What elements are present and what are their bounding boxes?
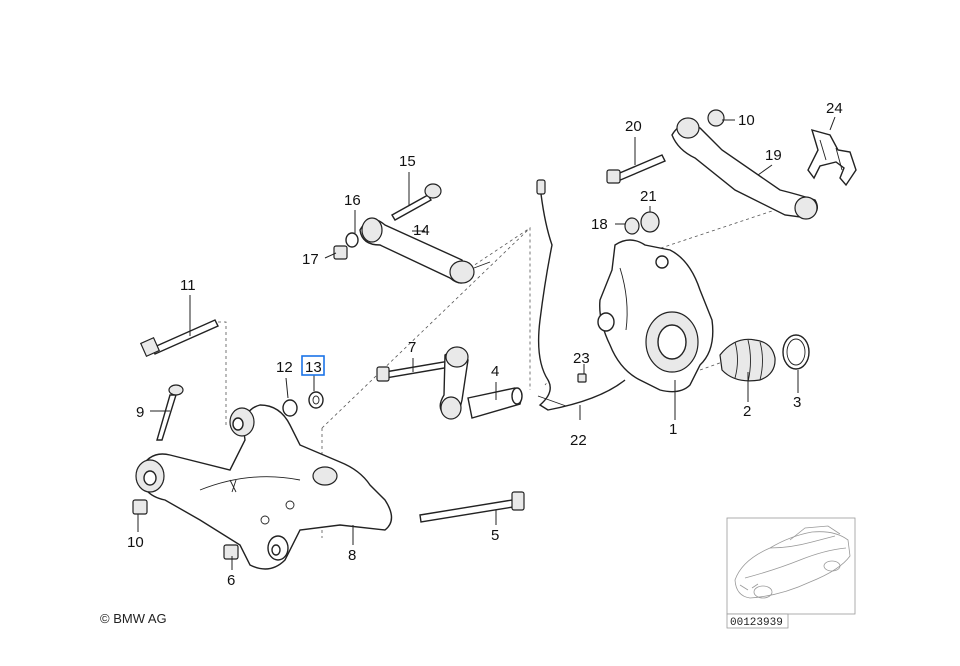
callout-12[interactable]: 12 <box>276 359 293 376</box>
bolt-15-part[interactable] <box>391 183 442 221</box>
trailing-arm-19-part[interactable] <box>671 117 818 220</box>
vehicle-thumbnail <box>726 517 856 615</box>
callout-16[interactable]: 16 <box>344 192 361 209</box>
leader-lines <box>137 116 836 570</box>
callout-23[interactable]: 23 <box>573 350 590 367</box>
nut-10-left-part[interactable] <box>132 499 148 515</box>
bolt-5-part[interactable] <box>419 491 525 523</box>
callout-20[interactable]: 20 <box>625 118 642 135</box>
nut-21-part[interactable] <box>640 211 660 233</box>
washer-13-part[interactable] <box>308 391 324 409</box>
bushing-18-part[interactable] <box>624 217 640 235</box>
bolt-11-part[interactable] <box>139 319 219 358</box>
callout-labels: 1 2 3 4 5 6 7 8 9 10 10 11 12 13 14 15 1… <box>127 100 843 589</box>
callout-19[interactable]: 19 <box>765 147 782 164</box>
callout-17[interactable]: 17 <box>302 251 319 268</box>
bushing-10-right-part[interactable] <box>707 109 725 127</box>
reference-number: 00123939 <box>730 617 783 629</box>
callout-14[interactable]: 14 <box>413 222 430 239</box>
bolt-9-part[interactable] <box>156 384 184 441</box>
screw-23-part[interactable] <box>577 373 587 383</box>
callout-11[interactable]: 11 <box>180 277 196 294</box>
circlip-3-part[interactable] <box>782 334 810 370</box>
callout-9[interactable]: 9 <box>136 404 144 421</box>
callout-5[interactable]: 5 <box>491 527 499 544</box>
washer-12-part[interactable] <box>282 399 298 417</box>
callout-24[interactable]: 24 <box>826 100 843 117</box>
callout-4[interactable]: 4 <box>491 363 499 380</box>
callout-18[interactable]: 18 <box>591 216 608 233</box>
callout-3[interactable]: 3 <box>793 394 801 411</box>
rear-subframe-part[interactable] <box>135 404 393 570</box>
callout-2[interactable]: 2 <box>743 403 751 420</box>
nut-17-part[interactable] <box>333 245 348 260</box>
callout-13-highlight <box>301 355 325 376</box>
callout-15[interactable]: 15 <box>399 153 416 170</box>
wheel-carrier-part[interactable] <box>597 239 714 393</box>
callout-8[interactable]: 8 <box>348 547 356 564</box>
copyright-notice: © BMW AG <box>100 611 167 626</box>
sensor-cable-22-part[interactable] <box>536 179 626 411</box>
callout-1[interactable]: 1 <box>669 421 677 438</box>
callout-7[interactable]: 7 <box>408 339 416 356</box>
callout-10-left[interactable]: 10 <box>127 534 144 551</box>
bushing-4-part[interactable] <box>467 387 523 419</box>
callout-21[interactable]: 21 <box>640 188 657 205</box>
bracket-24-part[interactable] <box>807 128 857 187</box>
cv-joint-2-part[interactable] <box>719 338 776 383</box>
washer-16-part[interactable] <box>345 232 359 248</box>
control-arm-14-part[interactable] <box>359 217 491 284</box>
callout-10-right[interactable]: 10 <box>738 112 755 129</box>
callout-6[interactable]: 6 <box>227 572 235 589</box>
link-rod-part[interactable] <box>439 346 469 420</box>
callout-13[interactable]: 13 <box>305 359 322 376</box>
callout-22[interactable]: 22 <box>570 432 587 449</box>
bolt-20-part[interactable] <box>606 154 666 184</box>
nut-6-part[interactable] <box>223 544 239 560</box>
